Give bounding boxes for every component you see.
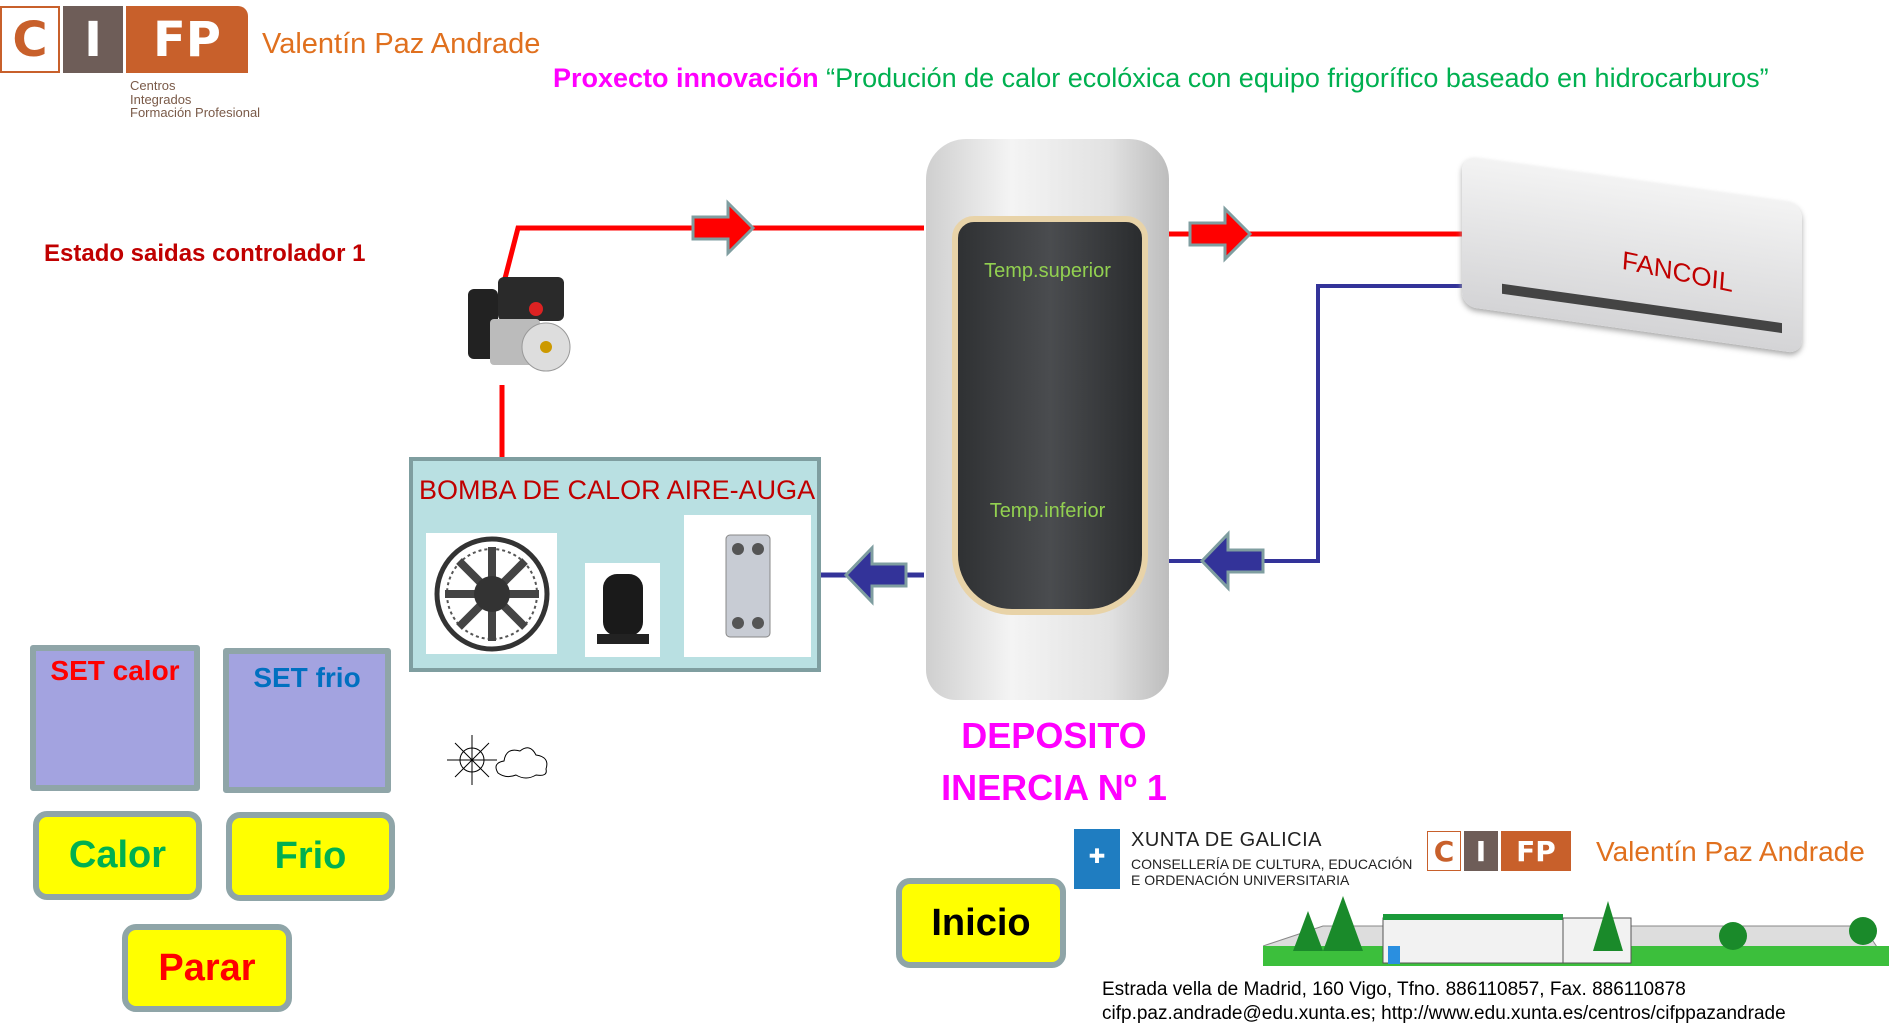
fan-icon [434,536,549,651]
stop-button[interactable]: Parar [122,924,292,1012]
status-label: Estado saidas controlador 1 [44,240,366,267]
footer-email-web: cifp.paz.andrade@edu.xunta.es; http://ww… [1102,1003,1786,1024]
set-heat-box[interactable]: SET calor [30,645,200,791]
tank-interior [952,216,1148,615]
cold-arrow-2 [1199,530,1265,592]
hot-arrow-1 [691,199,756,257]
cold-arrow-1 [843,544,908,606]
logo-fp: FP [126,6,248,73]
logo-footer-i: I [1464,831,1498,871]
set-cold-label: SET frio [253,662,361,693]
project-name: “Produción de calor ecolóxica con equipo… [826,63,1769,93]
heat-button[interactable]: Calor [33,811,202,900]
tank-label: DEPOSITO INERCIA Nº 1 [904,710,1204,814]
xunta-shield-icon: ✚ [1074,829,1120,889]
logo-sub-1: Centros [130,78,176,93]
project-prefix: Proxecto innovación [553,63,819,93]
logo-sub-3: Formación Profesional [130,105,261,121]
xunta-line2: E ORDENACIÓN UNIVERSITARIA [1131,872,1350,888]
plate-exchanger-icon [725,534,770,638]
footer-contact: Estrada vella de Madrid, 160 Vigo, Tfno.… [1102,978,1786,1026]
heat-exchanger-image [684,515,811,657]
cold-button[interactable]: Frio [226,812,395,901]
set-cold-box[interactable]: SET frio [223,648,391,793]
fan-image [426,533,557,654]
home-button[interactable]: Inicio [896,878,1066,968]
hot-arrow-2 [1188,205,1253,263]
tank-label-line1: DEPOSITO [961,715,1147,756]
circulation-pump-icon [468,277,571,372]
cold-pipe-right [1169,284,1465,563]
tree [1323,896,1363,951]
xunta-title: XUNTA DE GALICIA [1131,829,1323,851]
set-heat-label: SET calor [50,655,180,686]
hot-pipe-top [499,225,924,291]
logo-subtitle: Centros Integrados Formación Profesional [130,79,260,120]
heat-pump-title: BOMBA DE CALOR AIRE-AUGA [419,475,816,505]
school-building-illustration [1263,896,1889,966]
inertia-tank: Temp.superior Temp.inferior [926,139,1169,700]
xunta-block: XUNTA DE GALICIA CONSELLERÍA DE CULTURA,… [1131,829,1412,888]
school-name-footer: Valentín Paz Andrade [1596,836,1865,867]
logo-footer-fp: FP [1501,831,1571,871]
fancoil-label: FANCOIL [1621,244,1735,298]
temp-top-label: Temp.superior [984,260,1111,282]
compressor-image [585,563,660,657]
tree [1593,901,1623,951]
school-name: Valentín Paz Andrade [262,28,541,60]
compressor-icon [596,574,649,644]
tank-label-line2: INERCIA Nº 1 [941,767,1167,808]
cifp-logo-footer: C I FP [1427,831,1571,871]
logo-c: C [0,6,60,73]
footer-address: Estrada vella de Madrid, 160 Vigo, Tfno.… [1102,979,1686,1000]
heat-pump-panel: BOMBA DE CALOR AIRE-AUGA [409,457,821,672]
sun-cloud-icon [447,735,548,785]
logo-sub-2: Integrados [130,91,192,107]
cifp-logo: C I FP [0,6,248,73]
tree [1293,911,1323,951]
xunta-line1: CONSELLERÍA DE CULTURA, EDUCACIÓN [1131,856,1413,872]
project-title: Proxecto innovación “Produción de calor … [553,63,1769,94]
logo-i: I [63,6,123,73]
temp-bottom-label: Temp.inferior [989,500,1106,522]
logo-footer-c: C [1427,831,1461,871]
